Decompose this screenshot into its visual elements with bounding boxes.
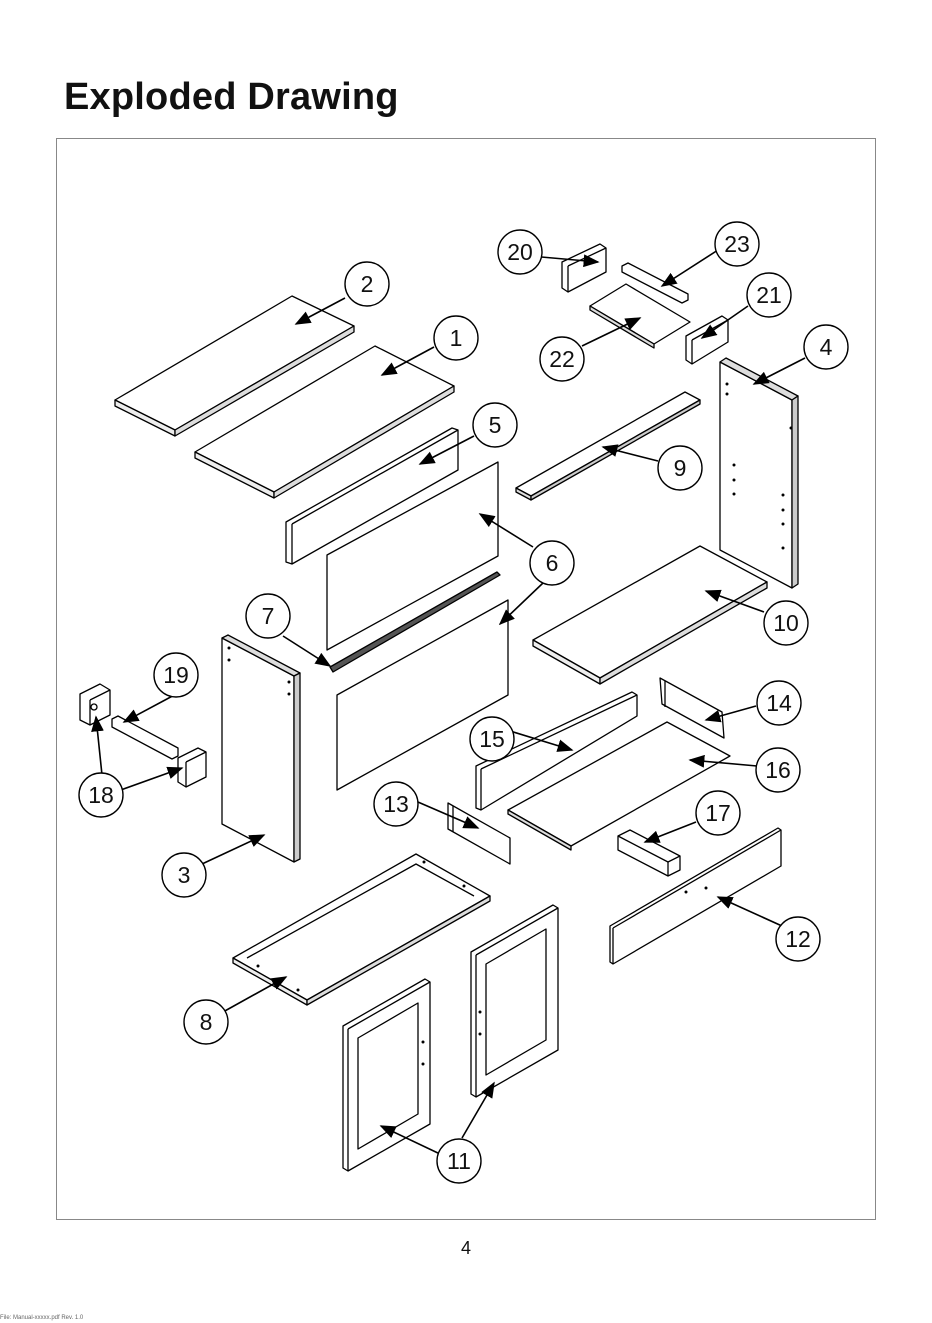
callout-10-label: 10 bbox=[773, 610, 799, 636]
callout-17-label: 17 bbox=[705, 800, 731, 826]
footer-note: File: Manual-xxxxx.pdf Rev. 1.0 bbox=[0, 1315, 83, 1321]
callout-14: 14 bbox=[757, 681, 801, 725]
callout-17: 17 bbox=[696, 791, 740, 835]
callout-11: 11 bbox=[437, 1139, 481, 1183]
callout-18-label: 18 bbox=[88, 782, 114, 808]
callout-16: 16 bbox=[756, 748, 800, 792]
page-number: 4 bbox=[0, 1238, 932, 1259]
callout-6: 6 bbox=[530, 541, 574, 585]
part-13-bracket bbox=[448, 803, 510, 864]
callout-23-label: 23 bbox=[724, 231, 750, 257]
part-3-side-panel bbox=[222, 635, 300, 862]
callout-16-label: 16 bbox=[765, 757, 791, 783]
callout-20-label: 20 bbox=[507, 239, 533, 265]
callout-15: 15 bbox=[470, 717, 514, 761]
callout-19: 19 bbox=[154, 653, 198, 697]
callout-20: 20 bbox=[498, 230, 542, 274]
part-18-handle-post-top bbox=[80, 684, 110, 725]
callout-15-label: 15 bbox=[479, 726, 505, 752]
callout-19-label: 19 bbox=[163, 662, 189, 688]
callout-23: 23 bbox=[715, 222, 759, 266]
callout-3-label: 3 bbox=[178, 862, 191, 888]
callout-4-label: 4 bbox=[820, 334, 833, 360]
callout-9: 9 bbox=[658, 446, 702, 490]
callout-7: 7 bbox=[246, 594, 290, 638]
callout-12-label: 12 bbox=[785, 926, 811, 952]
part-11-door-right bbox=[471, 905, 558, 1097]
callout-6-label: 6 bbox=[546, 550, 559, 576]
callout-11-label: 11 bbox=[447, 1148, 471, 1174]
callout-2: 2 bbox=[345, 262, 389, 306]
callout-13-label: 13 bbox=[383, 791, 409, 817]
part-8-bottom-panel bbox=[233, 854, 490, 1005]
callout-8: 8 bbox=[184, 1000, 228, 1044]
callout-21: 21 bbox=[747, 273, 791, 317]
callout-7-label: 7 bbox=[262, 603, 275, 629]
callout-1-label: 1 bbox=[450, 325, 463, 351]
part-20-small-side bbox=[562, 244, 606, 292]
callout-22-label: 22 bbox=[549, 346, 575, 372]
part-19-handle-bar bbox=[112, 716, 178, 759]
callout-22: 22 bbox=[540, 337, 584, 381]
callout-13: 13 bbox=[374, 782, 418, 826]
callout-9-label: 9 bbox=[674, 455, 687, 481]
part-21-small-side bbox=[686, 316, 728, 364]
callout-2-label: 2 bbox=[361, 271, 374, 297]
callout-4: 4 bbox=[804, 325, 848, 369]
callout-5-label: 5 bbox=[489, 412, 502, 438]
callout-18: 18 bbox=[79, 773, 123, 817]
callout-8-label: 8 bbox=[200, 1009, 213, 1035]
callout-12: 12 bbox=[776, 917, 820, 961]
callout-10: 10 bbox=[764, 601, 808, 645]
part-18-handle-post-bottom bbox=[178, 748, 206, 787]
part-4-side-panel bbox=[720, 358, 798, 588]
callout-3: 3 bbox=[162, 853, 206, 897]
callout-21-label: 21 bbox=[756, 282, 782, 308]
callout-1: 1 bbox=[434, 316, 478, 360]
callout-14-label: 14 bbox=[766, 690, 792, 716]
callout-5: 5 bbox=[473, 403, 517, 447]
part-17-runner bbox=[618, 830, 680, 876]
